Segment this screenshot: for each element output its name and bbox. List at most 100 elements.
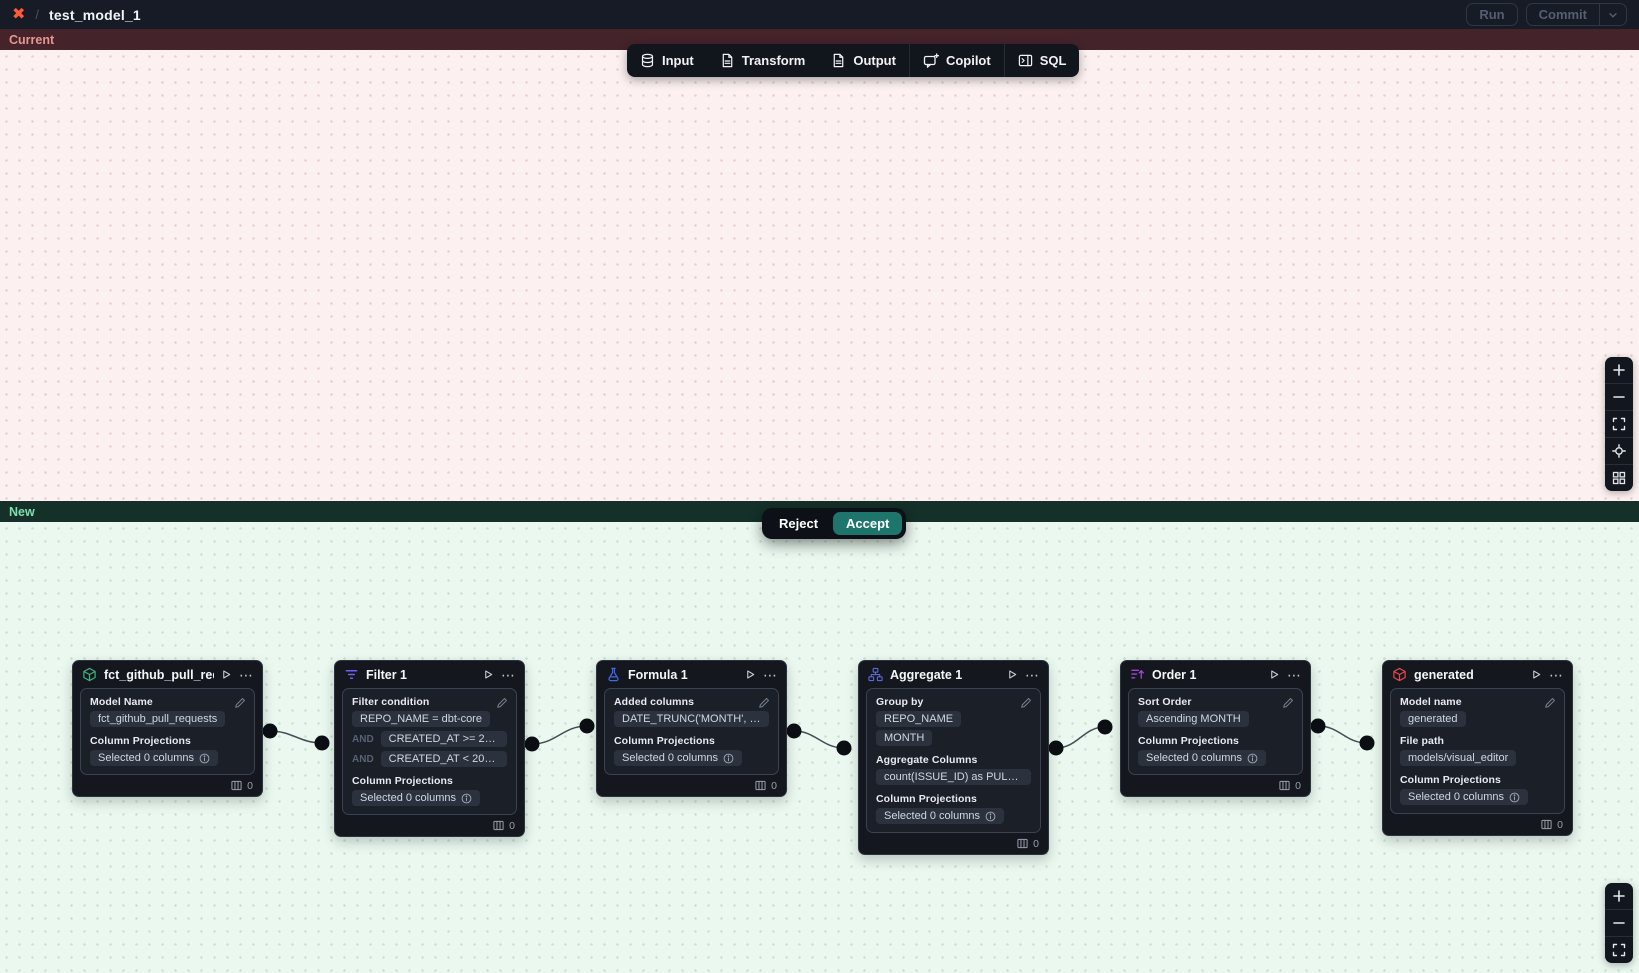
- model-name-pill[interactable]: generated: [1400, 711, 1466, 727]
- model-title: test_model_1: [49, 6, 141, 23]
- node-filter-1[interactable]: Filter 1 ⋯ Filter condition REPO_NAME = …: [334, 660, 525, 837]
- toolbar-item-transform[interactable]: Transform: [707, 44, 819, 77]
- filter-icon: [344, 667, 359, 682]
- info-icon: [985, 811, 996, 821]
- toolbar-item-sql[interactable]: SQL: [1005, 44, 1080, 77]
- model-name-pill[interactable]: fct_github_pull_requests: [90, 711, 226, 727]
- run-node-button[interactable]: [1007, 669, 1018, 680]
- edge-handle[interactable]: [524, 736, 540, 752]
- zoom-in-button[interactable]: [1605, 357, 1633, 383]
- fit-view-icon: [1612, 417, 1626, 431]
- focus-button[interactable]: [1605, 438, 1633, 464]
- filter-condition-pill[interactable]: CREATED_AT < 2025-03-01: [380, 751, 507, 767]
- commit-button[interactable]: Commit: [1527, 4, 1600, 25]
- node-aggregate-1[interactable]: Aggregate 1 ⋯ Group by REPO_NAME MONTH A…: [858, 660, 1049, 855]
- node-title: generated: [1414, 667, 1474, 682]
- node-menu-button[interactable]: ⋯: [1025, 666, 1039, 683]
- file-icon: [834, 53, 844, 68]
- edge-handle[interactable]: [1048, 740, 1064, 756]
- play-icon: [1009, 670, 1017, 679]
- node-menu-button[interactable]: ⋯: [239, 666, 253, 683]
- run-node-button[interactable]: [745, 669, 756, 680]
- current-canvas[interactable]: [0, 50, 1639, 501]
- file-path-pill[interactable]: models/visual_editor: [1400, 750, 1517, 766]
- columns-icon: [1279, 780, 1290, 791]
- edge-handle[interactable]: [314, 735, 330, 751]
- formula-pill[interactable]: DATE_TRUNC('MONTH', CREATED_AT…: [614, 711, 769, 727]
- group-by-pill[interactable]: REPO_NAME: [876, 711, 962, 727]
- flask-icon: [606, 667, 621, 682]
- auto-layout-button[interactable]: [1605, 465, 1633, 491]
- run-node-button[interactable]: [1269, 669, 1280, 680]
- run-button[interactable]: Run: [1466, 3, 1518, 26]
- node-generated[interactable]: generated ⋯ Model name generated File pa…: [1382, 660, 1573, 836]
- column-projections-pill[interactable]: Selected 0 columns: [614, 750, 742, 766]
- zoom-in-button[interactable]: [1605, 883, 1633, 909]
- edge-handle[interactable]: [1097, 719, 1113, 735]
- copilot-chat-icon: [923, 52, 939, 68]
- filter-condition-pill[interactable]: REPO_NAME = dbt-core: [352, 711, 490, 727]
- fit-view-icon: [1612, 943, 1626, 957]
- commit-dropdown-button[interactable]: [1600, 4, 1626, 25]
- sort-order-pill[interactable]: Ascending MONTH: [1138, 711, 1249, 727]
- new-canvas[interactable]: fct_github_pull_requests ⋯ Model Name fc…: [0, 522, 1639, 973]
- node-menu-button[interactable]: ⋯: [763, 666, 777, 683]
- edge-handle[interactable]: [1310, 718, 1326, 734]
- info-icon: [1509, 792, 1520, 802]
- toolbar-item-output[interactable]: Output: [818, 44, 909, 77]
- columns-icon: [755, 780, 766, 791]
- edge-handle[interactable]: [1359, 735, 1375, 751]
- zoom-out-button[interactable]: [1605, 384, 1633, 410]
- node-menu-button[interactable]: ⋯: [501, 666, 515, 683]
- edge-handle[interactable]: [836, 740, 852, 756]
- field-label: Column Projections: [876, 793, 977, 805]
- grid-layout-icon: [1612, 471, 1626, 485]
- filter-condition-pill[interactable]: CREATED_AT >= 2024-12-01: [380, 731, 507, 747]
- file-icon: [722, 53, 733, 68]
- play-icon: [1533, 670, 1541, 679]
- database-icon: [641, 53, 654, 68]
- column-projections-pill[interactable]: Selected 0 columns: [1138, 750, 1266, 766]
- column-projections-pill[interactable]: Selected 0 columns: [352, 790, 480, 806]
- edge-handle[interactable]: [786, 723, 802, 739]
- edit-icon[interactable]: [1544, 696, 1556, 714]
- node-fct-github-pull-requests[interactable]: fct_github_pull_requests ⋯ Model Name fc…: [72, 660, 263, 797]
- column-count: 0: [1295, 779, 1301, 792]
- toolbar-divider: [1003, 44, 1005, 77]
- current-section: Current Input Transform Output Copilot S…: [0, 29, 1639, 501]
- edit-icon[interactable]: [1020, 696, 1032, 714]
- column-projections-pill[interactable]: Selected 0 columns: [90, 750, 218, 766]
- aggregate-column-pill[interactable]: count(ISSUE_ID) as PULL_REQUEST_…: [876, 769, 1031, 785]
- node-formula-1[interactable]: Formula 1 ⋯ Added columns DATE_TRUNC('MO…: [596, 660, 787, 797]
- and-label: AND: [352, 753, 374, 765]
- edit-icon[interactable]: [496, 696, 508, 714]
- plus-icon: [1613, 890, 1625, 902]
- edge-handle[interactable]: [262, 723, 278, 739]
- node-menu-button[interactable]: ⋯: [1287, 666, 1301, 683]
- accept-button[interactable]: Accept: [833, 512, 903, 535]
- run-node-button[interactable]: [1531, 669, 1542, 680]
- zoom-out-button[interactable]: [1605, 910, 1633, 936]
- group-by-pill[interactable]: MONTH: [876, 730, 933, 746]
- dbt-logo-icon[interactable]: ✖: [12, 5, 26, 23]
- toolbar-item-input[interactable]: Input: [627, 44, 707, 77]
- run-node-button[interactable]: [483, 669, 494, 680]
- toolbar-item-copilot[interactable]: Copilot: [910, 44, 1004, 77]
- node-menu-button[interactable]: ⋯: [1549, 666, 1563, 683]
- new-section: New Reject Accept: [0, 501, 1639, 973]
- new-band-label: New: [9, 504, 35, 519]
- edge-handle[interactable]: [579, 718, 595, 734]
- sitemap-icon: [868, 667, 883, 682]
- fit-view-button[interactable]: [1605, 937, 1633, 963]
- edit-icon[interactable]: [758, 696, 770, 714]
- reject-button[interactable]: Reject: [766, 512, 831, 535]
- node-order-1[interactable]: Order 1 ⋯ Sort Order Ascending MONTH Col…: [1120, 660, 1311, 797]
- field-label: Sort Order: [1138, 696, 1192, 708]
- model-cube-icon: [82, 667, 97, 682]
- column-projections-pill[interactable]: Selected 0 columns: [1400, 789, 1528, 805]
- run-node-button[interactable]: [221, 669, 232, 680]
- fit-view-button[interactable]: [1605, 411, 1633, 437]
- edit-icon[interactable]: [1282, 696, 1294, 714]
- edit-icon[interactable]: [234, 696, 246, 714]
- column-projections-pill[interactable]: Selected 0 columns: [876, 808, 1004, 824]
